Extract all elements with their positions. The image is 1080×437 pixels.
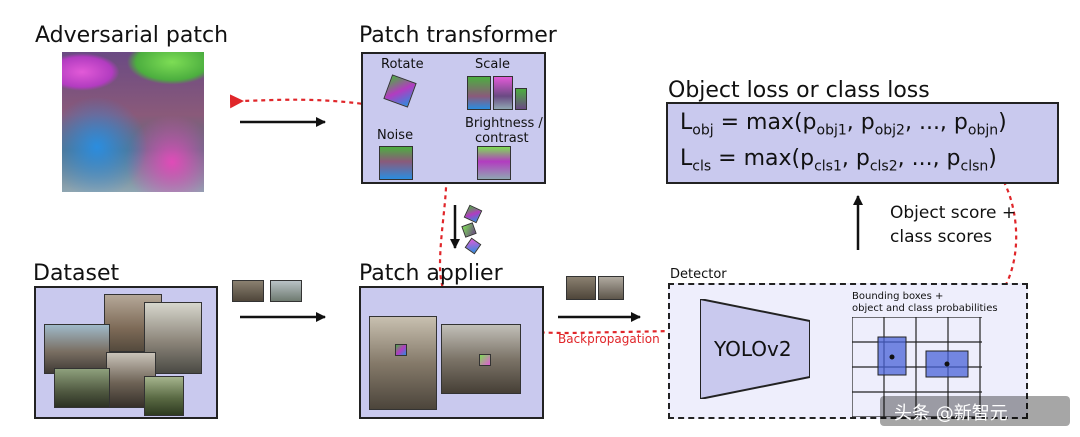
scaled-patch-thumb-3 bbox=[515, 88, 527, 110]
applied-patch-2 bbox=[479, 354, 491, 366]
scale-label: Scale bbox=[475, 57, 510, 72]
obj-expr-prefix: = max(p bbox=[713, 110, 817, 135]
cls-sep1: , p bbox=[841, 146, 870, 171]
class-loss-formula: Lcls = max(pcls1, pcls2, ..., pclsn) bbox=[680, 146, 997, 174]
applied-photo-1 bbox=[369, 316, 437, 410]
cls-expr-prefix: = max(p bbox=[711, 146, 815, 171]
obj-close: ) bbox=[998, 110, 1007, 135]
loss-title: Object loss or class loss bbox=[668, 78, 930, 103]
patched-sample-1 bbox=[566, 276, 596, 300]
cls-sep2: , ..., p bbox=[897, 146, 961, 171]
cls-pn-sub: clsn bbox=[960, 158, 989, 175]
cls-loss-L: L bbox=[680, 146, 693, 171]
cls-p1-sub: cls1 bbox=[814, 158, 842, 175]
loss-box: Lobj = max(pobj1, pobj2, ..., pobjn) Lcl… bbox=[666, 102, 1059, 184]
scaled-patch-thumb-2 bbox=[493, 76, 513, 110]
sample-image-1 bbox=[232, 280, 264, 302]
brightness-patch-thumb bbox=[477, 146, 511, 180]
patch-applier-box bbox=[359, 286, 544, 419]
obj-loss-L: L bbox=[680, 110, 693, 135]
applied-patch-1 bbox=[395, 344, 407, 356]
cls-close: ) bbox=[988, 146, 997, 171]
dataset-box bbox=[34, 286, 218, 419]
patch-transformer-box: Rotate Scale Noise Brightness / contrast bbox=[361, 52, 546, 184]
obj-pn-sub: objn bbox=[967, 122, 999, 139]
rotated-patch-thumb bbox=[383, 74, 417, 108]
noise-label: Noise bbox=[377, 128, 414, 143]
detection-grid bbox=[852, 317, 982, 417]
bbox-label-line2: object and class probabilities bbox=[852, 303, 998, 314]
scaled-patch-thumb-1 bbox=[467, 76, 491, 110]
object-loss-formula: Lobj = max(pobj1, pobj2, ..., pobjn) bbox=[680, 110, 1007, 138]
patch-applier-title: Patch applier bbox=[359, 261, 503, 286]
yolo-trapezoid bbox=[700, 299, 810, 399]
patched-sample-2 bbox=[598, 276, 624, 300]
brightness-label-line1: Brightness / bbox=[465, 116, 543, 131]
dataset-photo-3 bbox=[44, 324, 110, 374]
brightness-label-line2: contrast bbox=[475, 131, 529, 146]
detector-box: YOLOv2 Bounding boxes + object and class… bbox=[668, 283, 1028, 419]
adversarial-patch-title: Adversarial patch bbox=[35, 23, 229, 48]
obj-sep2: , ..., p bbox=[904, 110, 968, 135]
cls-loss-sub: cls bbox=[692, 158, 712, 175]
adversarial-patch-image bbox=[62, 52, 204, 192]
bbox-label-line1: Bounding boxes + bbox=[852, 291, 944, 302]
obj-loss-sub: obj bbox=[692, 122, 714, 139]
patch-transformer-title: Patch transformer bbox=[359, 23, 557, 48]
sample-image-2 bbox=[270, 280, 302, 302]
watermark-bg bbox=[880, 396, 1070, 426]
cls-p2-sub: cls2 bbox=[869, 158, 898, 175]
noise-patch-thumb bbox=[379, 146, 413, 180]
backpropagation-label: Backpropagation bbox=[558, 332, 660, 346]
obj-sep1: , p bbox=[846, 110, 875, 135]
dataset-photo-6 bbox=[144, 376, 184, 416]
watermark-text: 头条 @新智元 bbox=[894, 403, 1008, 424]
obj-p1-sub: obj1 bbox=[816, 122, 847, 139]
scores-label-line1: Object score + bbox=[890, 203, 1017, 223]
detector-title: Detector bbox=[670, 267, 727, 282]
yolo-label: YOLOv2 bbox=[714, 337, 792, 361]
rotate-label: Rotate bbox=[381, 57, 424, 72]
scores-label-line2: class scores bbox=[890, 227, 993, 247]
obj-p2-sub: obj2 bbox=[874, 122, 905, 139]
dataset-photo-5 bbox=[54, 368, 110, 408]
dataset-title: Dataset bbox=[33, 261, 120, 286]
